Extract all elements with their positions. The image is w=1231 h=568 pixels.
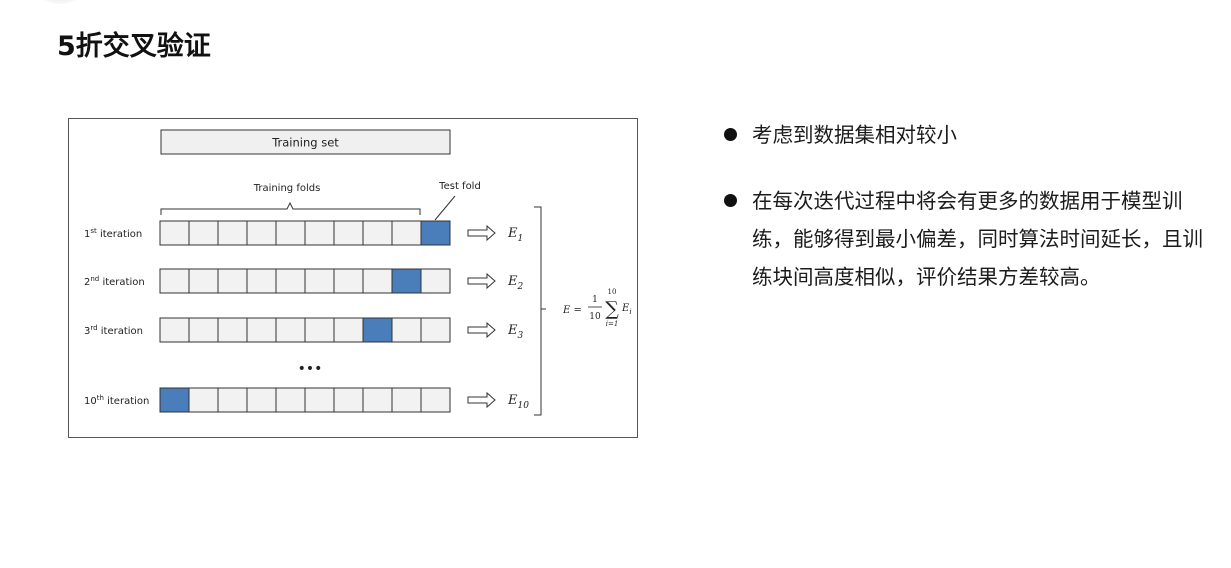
double-arrow-icon	[467, 391, 496, 409]
double-arrow-icon	[467, 272, 496, 290]
test-fold-pointer	[434, 195, 456, 221]
test-fold-block	[362, 317, 393, 343]
training-fold-block	[362, 220, 393, 246]
sum-lower-limit: i=1	[606, 320, 619, 328]
bullet-list: 考虑到数据集相对较小 在每次迭代过程中将会有更多的数据用于模型训练，能够得到最小…	[722, 116, 1212, 296]
training-fold-block	[420, 317, 451, 343]
training-folds-label: Training folds	[253, 183, 321, 194]
training-fold-block	[304, 317, 335, 343]
training-fold-block	[217, 387, 248, 413]
sigma-symbol: ∑	[605, 298, 619, 320]
training-fold-block	[159, 317, 190, 343]
double-arrow-icon	[467, 224, 496, 242]
error-label: E3	[507, 323, 524, 341]
training-fold-block	[333, 220, 364, 246]
training-fold-block	[159, 268, 190, 294]
iteration-label: 1st iteration	[84, 227, 142, 240]
training-fold-block	[217, 317, 248, 343]
iteration-label: 10th iteration	[84, 394, 149, 407]
training-fold-block	[362, 387, 393, 413]
training-fold-block	[217, 268, 248, 294]
training-fold-block	[362, 268, 393, 294]
training-fold-block	[304, 387, 335, 413]
training-fold-block	[333, 268, 364, 294]
test-fold-block	[391, 268, 422, 294]
training-set-box	[160, 129, 451, 155]
training-fold-block	[333, 387, 364, 413]
training-fold-block	[275, 268, 306, 294]
bullet-item-more-data: 在每次迭代过程中将会有更多的数据用于模型训练，能够得到最小偏差，同时算法时间延长…	[722, 182, 1212, 296]
error-label: E1	[507, 226, 523, 244]
iteration-label: 3rd iteration	[84, 324, 143, 337]
iteration-label: 2nd iteration	[84, 275, 145, 288]
training-fold-block	[188, 268, 219, 294]
training-fold-block	[391, 387, 422, 413]
training-fold-block	[275, 220, 306, 246]
training-fold-block	[333, 317, 364, 343]
bullet-icon	[724, 128, 737, 141]
training-fold-block	[159, 220, 190, 246]
training-fold-block	[188, 317, 219, 343]
training-fold-block	[304, 268, 335, 294]
formula-lhs: E =	[562, 305, 582, 316]
training-fold-block	[391, 317, 422, 343]
training-fold-block	[420, 268, 451, 294]
training-fold-block	[275, 317, 306, 343]
test-fold-block	[420, 220, 451, 246]
training-fold-block	[246, 268, 277, 294]
test-fold-block	[159, 387, 190, 413]
bullet-item-dataset-small: 考虑到数据集相对较小	[722, 116, 1212, 154]
test-fold-label: Test fold	[438, 181, 481, 192]
error-label: E10	[507, 393, 529, 411]
training-fold-block	[391, 220, 422, 246]
bullet-icon	[724, 194, 737, 207]
training-fold-block	[246, 317, 277, 343]
ellipsis: •••	[298, 361, 323, 377]
training-fold-block	[420, 387, 451, 413]
formula-denominator: 10	[589, 312, 601, 322]
training-fold-block	[217, 220, 248, 246]
formula-term: Ei	[621, 303, 632, 316]
training-set-label: Training set	[271, 136, 339, 150]
error-label: E2	[507, 274, 524, 292]
bullet-text: 考虑到数据集相对较小	[752, 123, 957, 147]
sum-upper-limit: 10	[608, 288, 617, 296]
decorative-corner-shape	[30, 0, 90, 4]
page-title: 5折交叉验证	[57, 31, 211, 62]
training-fold-block	[275, 387, 306, 413]
formula-numerator: 1	[592, 295, 598, 305]
training-fold-block	[246, 387, 277, 413]
double-arrow-icon	[467, 321, 496, 339]
training-fold-block	[188, 387, 219, 413]
results-bracket	[534, 206, 542, 416]
training-fold-block	[246, 220, 277, 246]
bullet-text: 在每次迭代过程中将会有更多的数据用于模型训练，能够得到最小偏差，同时算法时间延长…	[752, 189, 1203, 289]
training-folds-brace	[160, 201, 421, 215]
training-fold-block	[304, 220, 335, 246]
training-fold-block	[188, 220, 219, 246]
